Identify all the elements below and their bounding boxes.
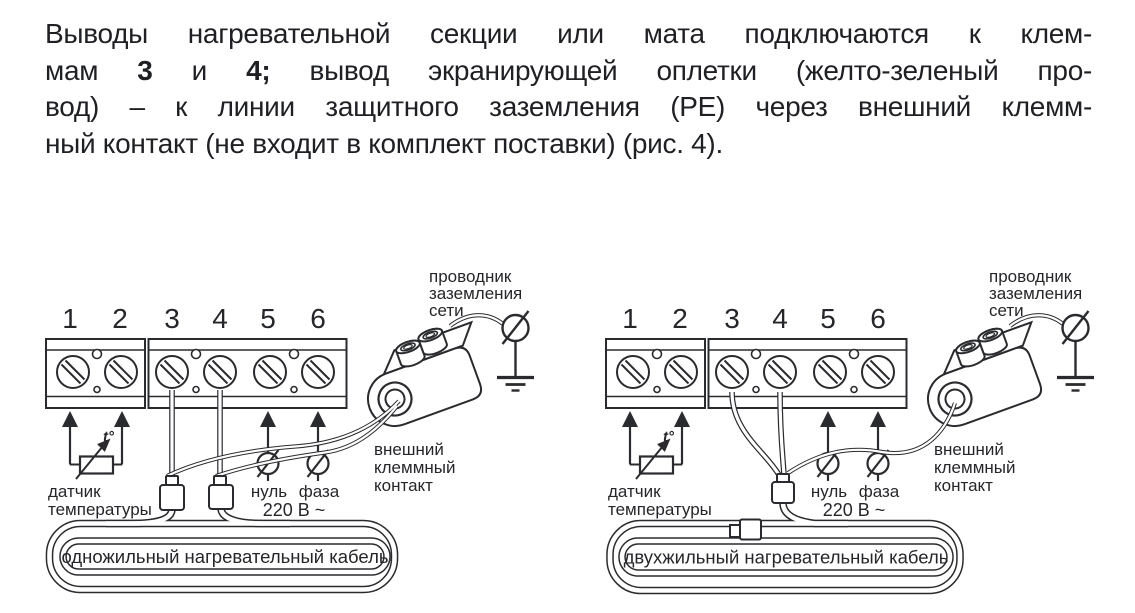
paragraph-text: и <box>152 54 247 86</box>
cable-coupling <box>159 475 185 511</box>
paragraph: Выводы нагревательной секции или мата по… <box>45 16 1092 162</box>
paragraph-line: ный контакт (не входит в комплект постав… <box>45 126 1092 163</box>
paragraph-text: ный контакт (не входит в комплект постав… <box>45 127 723 159</box>
figure-left-single-core: одножильный нагревательный кабель <box>45 267 534 594</box>
terminal-ref-bold: 3 <box>137 54 153 86</box>
paragraph-text: мам <box>45 54 138 86</box>
paragraph-text: Выводы нагревательной секции или мата по… <box>45 18 1092 49</box>
single-core-cable-wiring: одножильный нагревательный кабель <box>45 390 401 594</box>
paragraph-text: вывод экранирующей оплетки (желто-зелены… <box>270 54 1093 86</box>
cable-label: двухжильный нагревательный кабель <box>624 547 949 568</box>
cable-label: одножильный нагревательный кабель <box>61 546 388 567</box>
cable-end-cap <box>729 518 762 541</box>
terminal-strip-right <box>606 267 1094 520</box>
paragraph-line: мам 3 и 4; вывод экранирующей оплетки (ж… <box>45 53 1092 90</box>
terminal-ref-bold: 4; <box>246 54 271 86</box>
paragraph-text: вод) – к линии защитного заземления (PE)… <box>45 91 1092 122</box>
cable-coupling <box>208 475 234 510</box>
figure-right-twin-core: двухжильный нагревательный кабель <box>606 267 1094 595</box>
cable-coupling <box>771 473 795 504</box>
twin-core-cable-wiring: двухжильный нагревательный кабель <box>606 391 964 595</box>
paragraph-line: вод) – к линии защитного заземления (PE)… <box>45 89 1092 126</box>
paragraph-line: Выводы нагревательной секции или мата по… <box>45 16 1092 53</box>
terminal-strip-left <box>46 267 534 520</box>
